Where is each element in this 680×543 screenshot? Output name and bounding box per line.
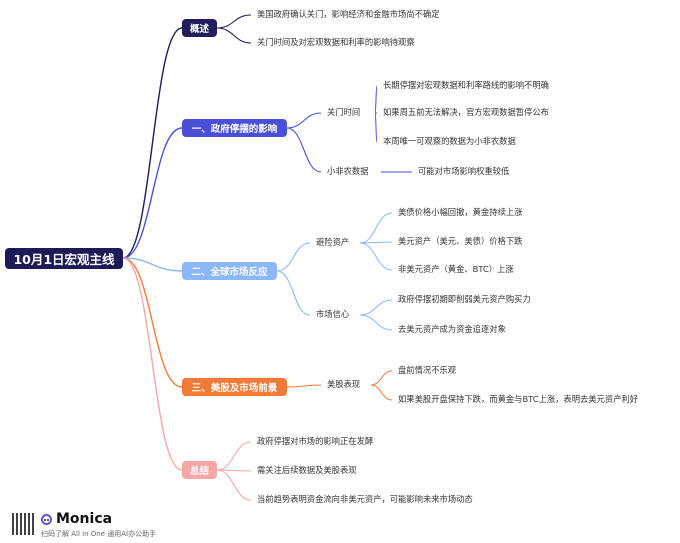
connector <box>359 314 393 331</box>
leaf-node[interactable]: 盘前情况不乐观 <box>398 365 457 375</box>
leaf-node[interactable]: 长期停摆对宏观数据和利率路线的影响不明确 <box>383 80 549 90</box>
connector <box>374 112 378 143</box>
subtopic-node[interactable]: 美股表现 <box>327 379 361 389</box>
leaf-node[interactable]: 美债价格小幅回撤，黄金持续上涨 <box>398 207 523 217</box>
root-node[interactable]: 10月1日宏观主线 <box>5 248 123 269</box>
leaf-node[interactable]: 非美元资产（黄金、BTC）上涨 <box>398 264 514 274</box>
subtopic-node[interactable]: 关门时间 <box>327 107 361 117</box>
connector <box>276 270 311 316</box>
leaf-node[interactable]: 当前趋势表明资金流向非美元资产，可能影响未来市场动态 <box>257 494 473 504</box>
leaf-node[interactable]: 如果周五前无法解决，官方宏观数据暂停公布 <box>383 107 549 117</box>
connector <box>359 241 393 244</box>
connector <box>359 212 393 244</box>
branch-node-2[interactable]: 二、全球市场反应 <box>182 262 277 280</box>
connector <box>286 384 322 388</box>
connector <box>122 257 183 272</box>
subtopic-node[interactable]: 市场信心 <box>316 309 350 319</box>
connector <box>216 27 252 44</box>
connector <box>276 242 311 272</box>
brand-name: Monica <box>56 511 113 527</box>
connector <box>286 112 322 129</box>
connector <box>122 257 183 471</box>
branch-node-1[interactable]: 一、政府停摆的影响 <box>182 119 287 137</box>
connector <box>216 441 252 471</box>
branch-node-3[interactable]: 三、美股及市场前景 <box>182 378 287 396</box>
leaf-node[interactable]: 关门时间及对宏观数据和利率的影响待观察 <box>257 37 415 47</box>
leaf-node[interactable]: 美国政府确认关门，影响经济和金融市场尚不确定 <box>257 9 440 19</box>
connector <box>122 27 183 259</box>
subtopic-node[interactable]: 小非农数据 <box>327 166 369 176</box>
connector <box>122 127 183 259</box>
qr-code <box>12 513 34 535</box>
connector <box>216 14 252 29</box>
leaf-node[interactable]: 政府停摆初期即削弱美元资产购买力 <box>398 294 531 304</box>
brand-tagline: 扫码了解 All in One 通用AI办公助手 <box>41 530 157 538</box>
connector <box>216 469 252 501</box>
connector <box>286 127 322 173</box>
leaf-node[interactable]: 需关注后续数据及美股表现 <box>257 465 357 475</box>
monica-logo-icon <box>41 513 52 525</box>
connector <box>359 299 393 316</box>
leaf-node[interactable]: 美元资产（美元、美债）价格下跌 <box>398 236 523 246</box>
connector <box>122 257 183 388</box>
connector <box>374 85 378 114</box>
leaf-node[interactable]: 政府停摆对市场的影响正在发酵 <box>257 436 374 446</box>
leaf-node[interactable]: 本周唯一可观察的数据为小非农数据 <box>383 136 516 146</box>
leaf-node[interactable]: 可能对市场影响权重较低 <box>418 166 510 176</box>
connector <box>359 242 393 271</box>
branch-node-0[interactable]: 概述 <box>182 19 217 37</box>
branch-node-4[interactable]: 总结 <box>182 461 217 479</box>
subtopic-node[interactable]: 避险资产 <box>316 237 350 247</box>
connector <box>370 384 393 401</box>
leaf-node[interactable]: 如果美股开盘保持下跌，而黄金与BTC上涨，表明去美元资产利好 <box>398 394 639 404</box>
brand-logo: Monica <box>41 511 112 527</box>
leaf-node[interactable]: 去美元资产成为资金追逐对象 <box>398 324 506 334</box>
connector <box>370 370 393 386</box>
